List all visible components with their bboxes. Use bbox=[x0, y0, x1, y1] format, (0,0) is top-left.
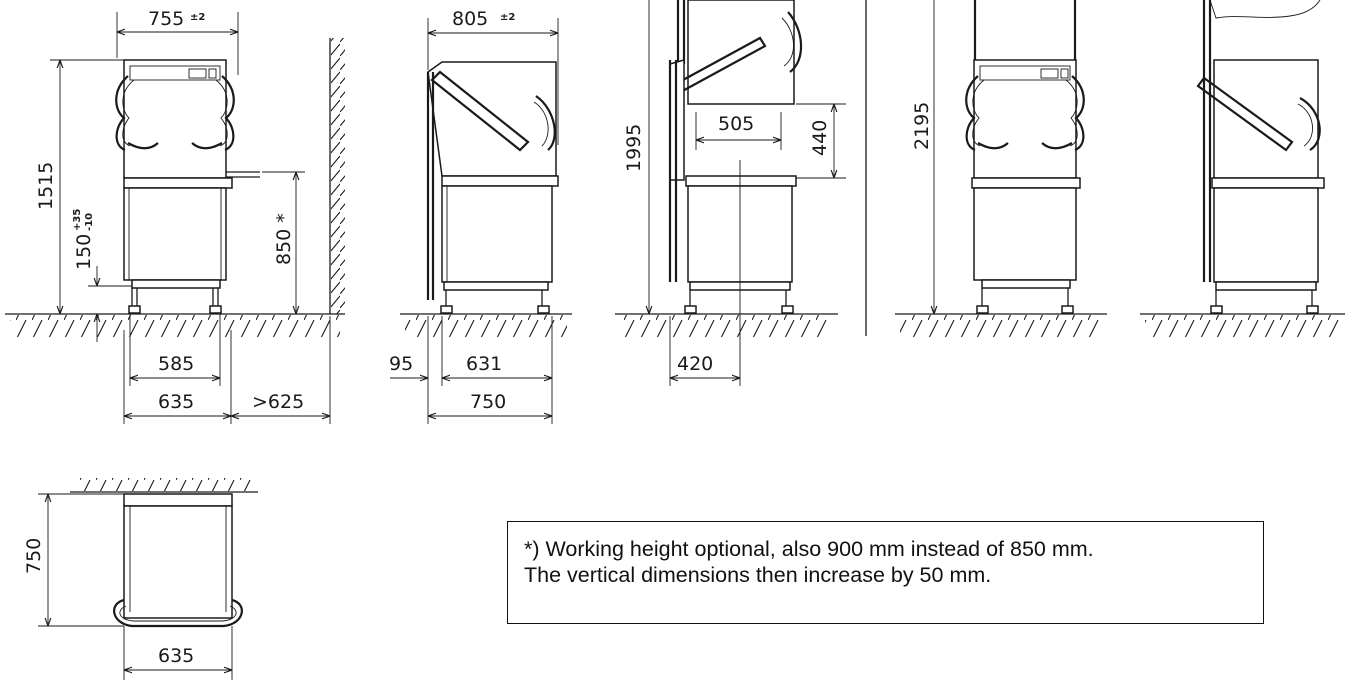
front-width-tolerance: ±2 bbox=[190, 12, 205, 23]
open-side-view-2 bbox=[1140, 0, 1345, 337]
open-front-machine bbox=[965, 0, 1085, 314]
front-wall bbox=[329, 38, 345, 314]
front-working-height-label: 850 * bbox=[273, 213, 295, 265]
working-height-note: *) Working height optional, also 900 mm … bbox=[507, 521, 1264, 624]
front-labels: 755 ±2 1515 150 +35 -10 850 * 585 635 >6… bbox=[35, 8, 304, 413]
front-base-width-label: 635 bbox=[158, 391, 194, 413]
note-line-2: The vertical dimensions then increase by… bbox=[524, 563, 992, 587]
open-side-center-offset-label: 420 bbox=[677, 353, 713, 375]
open-side-view: 1995 505 440 420 bbox=[615, 0, 846, 386]
front-foot-tol-plus: +35 bbox=[72, 209, 83, 231]
open-front-total-height-label: 2195 bbox=[911, 102, 933, 150]
side-depth-label: 805 bbox=[452, 8, 488, 30]
open-side-labels: 1995 505 440 420 bbox=[623, 113, 831, 375]
open-side-dimensions bbox=[649, 0, 846, 386]
top-machine bbox=[113, 493, 243, 628]
side-view: 805 ±2 95 631 750 bbox=[389, 8, 572, 424]
front-width-label: 755 bbox=[148, 8, 184, 30]
side-floor bbox=[400, 313, 572, 337]
side-dimensions bbox=[390, 18, 559, 424]
front-view: 755 ±2 1515 150 +35 -10 850 * 585 635 >6… bbox=[5, 8, 345, 424]
top-depth-label: 750 bbox=[23, 538, 45, 574]
open-side-opening-width-label: 505 bbox=[718, 113, 754, 135]
open-front-labels: 2195 bbox=[911, 102, 933, 150]
side-foot-spacing-label: 631 bbox=[466, 353, 502, 375]
front-machine bbox=[115, 59, 260, 314]
side-base-depth-label: 750 bbox=[470, 391, 506, 413]
front-wall-clearance-label: >625 bbox=[252, 391, 304, 413]
front-foot-tol-minus: -10 bbox=[84, 213, 95, 231]
front-dimensions bbox=[50, 12, 331, 424]
open-side-2-floor bbox=[1140, 313, 1345, 337]
side-depth-tolerance: ±2 bbox=[500, 12, 515, 23]
open-front-floor bbox=[895, 313, 1107, 337]
side-labels: 805 ±2 95 631 750 bbox=[389, 8, 515, 413]
open-side-floor bbox=[615, 313, 838, 337]
front-foot-height-label: 150 bbox=[73, 234, 95, 270]
open-front-view: 2195 bbox=[895, 0, 1107, 337]
front-floor bbox=[5, 313, 345, 337]
open-side-2-machine bbox=[1196, 0, 1325, 314]
top-wall bbox=[70, 478, 258, 493]
front-height-label: 1515 bbox=[35, 162, 57, 210]
top-view: 750 635 bbox=[23, 478, 258, 680]
side-machine bbox=[426, 61, 559, 314]
top-labels: 750 635 bbox=[23, 538, 194, 667]
open-side-total-height-label: 1995 bbox=[623, 124, 645, 172]
front-foot-spacing-label: 585 bbox=[158, 353, 194, 375]
top-dimensions bbox=[38, 493, 233, 680]
open-side-opening-height-label: 440 bbox=[809, 120, 831, 156]
open-side-machine bbox=[668, 0, 803, 314]
note-line-1: *) Working height optional, also 900 mm … bbox=[524, 537, 1094, 561]
side-hood-offset-label: 95 bbox=[389, 353, 413, 375]
top-width-label: 635 bbox=[158, 645, 194, 667]
